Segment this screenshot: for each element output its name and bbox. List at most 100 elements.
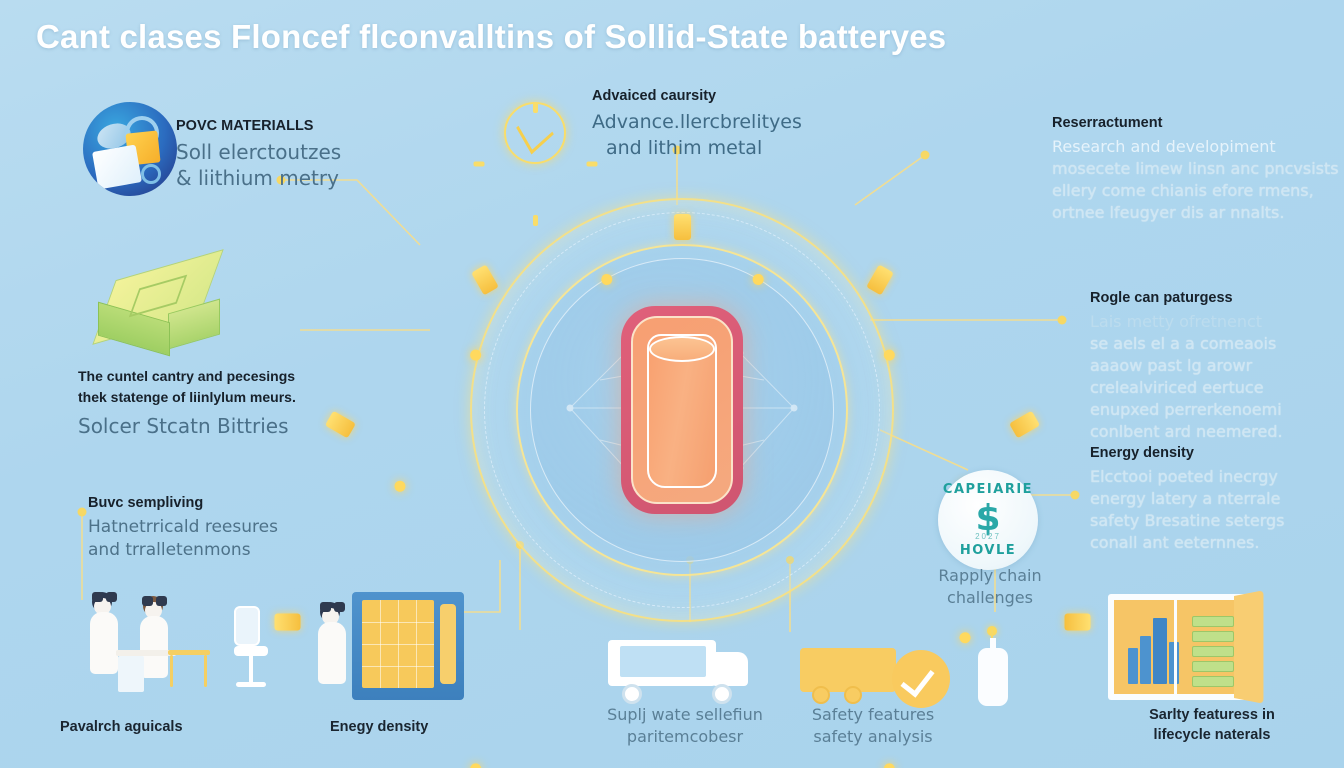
trailer-wheel-front xyxy=(844,686,862,704)
energy-density-line-2: energy latery a nterrale xyxy=(1090,489,1281,509)
cabinet-chip xyxy=(1192,646,1234,657)
truck-cargo-box xyxy=(608,640,716,686)
regulation-line-5: enupxed perrerkenoemi xyxy=(1090,400,1282,420)
lithium-storage-subtitle: Solcer Stcatn Bittries xyxy=(78,414,289,438)
caption-supply-chain: Rapply chain challenges xyxy=(900,565,1080,608)
supply-chain-caption-line-2: challenges xyxy=(947,587,1033,607)
compass-icon xyxy=(473,96,597,226)
cabinet-divider xyxy=(1174,600,1177,694)
caption-text: Enegy density xyxy=(330,719,429,735)
materials-line-1: Soll elerctoutzes xyxy=(176,140,342,164)
truck-wheel-front xyxy=(712,684,732,704)
chair-base xyxy=(236,682,266,687)
cabinet-bar xyxy=(1140,636,1151,684)
terminal-spoke xyxy=(470,264,499,296)
energy-density-line-3: safety Bresatine setergs xyxy=(1090,511,1285,531)
energy-density-line-1: Elcctooi poeted inecrgy xyxy=(1090,467,1278,486)
regulation-line-6: conlbent ard neemered. xyxy=(1090,422,1283,442)
badge-top-text: CAPEIARIE xyxy=(942,482,1034,497)
materials-heading: POVC MATERIALLS xyxy=(176,118,314,134)
cabinet-chip xyxy=(1192,616,1234,627)
solid-state-battery-graphic xyxy=(274,198,1090,768)
leg-right xyxy=(106,592,117,602)
page-title: Cant clases Floncef flconvalltins of Sol… xyxy=(36,18,947,55)
regulation-line-2: se aels el a a comeaois xyxy=(1090,334,1277,354)
research-line-3: ellery come chianis efore rmens, xyxy=(1052,181,1314,201)
green-cube-icon xyxy=(92,249,234,360)
leg-right xyxy=(334,602,345,612)
side-table-leg-right xyxy=(204,655,207,687)
caption-line-2: paritemcobesr xyxy=(626,726,744,746)
small-ring-shape xyxy=(141,164,161,184)
caption-line-1: Safety features xyxy=(811,705,935,724)
compass-tick-w xyxy=(473,161,484,167)
checkmark-icon xyxy=(892,650,950,708)
badge-year: 2027 xyxy=(975,532,1001,541)
trailer-body xyxy=(800,648,896,692)
caption-energy-density: Enegy density xyxy=(330,718,530,738)
manufacturing-line-2: and trralletenmons xyxy=(88,540,251,561)
energy-density-heading: Energy density xyxy=(1090,445,1194,461)
leg-left xyxy=(142,596,153,606)
trailer-wheel-rear xyxy=(812,686,830,704)
dollar-icon: $ xyxy=(975,498,1001,539)
terminal-spoke xyxy=(1064,613,1090,631)
caption-line-1: Sarlty featuress in xyxy=(1149,707,1275,723)
terminal-spoke xyxy=(673,214,691,240)
machine-operator-illustration xyxy=(318,588,478,703)
caption-supply-waste: Suplj wate sellefiun paritemcobesr xyxy=(590,704,780,747)
regulation-heading: Rogle can paturgess xyxy=(1090,290,1233,306)
face xyxy=(322,608,339,625)
leg-left xyxy=(92,592,103,602)
materials-line-2: & liithium metry xyxy=(176,166,339,190)
cabinet-chip xyxy=(1192,676,1234,687)
cabinet-bar xyxy=(1153,618,1167,684)
caption-line-1: Suplj wate sellefiun xyxy=(607,705,763,724)
supply-chain-caption-line-1: Rapply chain xyxy=(938,566,1042,585)
chair-stem xyxy=(249,656,253,684)
grid-col xyxy=(398,600,399,688)
annotation-advanced: Advaiced caursity Advance.llercbrelityes… xyxy=(592,88,802,161)
caption-safety-features: Safety features safety analysis xyxy=(788,704,958,747)
body xyxy=(318,622,346,684)
researchers-illustration xyxy=(82,588,282,703)
face xyxy=(145,602,162,619)
machine-door xyxy=(440,604,456,684)
cabinet-chip xyxy=(1192,661,1234,672)
compass-tick-n xyxy=(532,102,538,113)
sheet-shape xyxy=(92,144,142,190)
regulation-line-4: crelealviriced eertuce xyxy=(1090,378,1264,398)
body xyxy=(140,616,168,678)
body xyxy=(90,612,118,674)
caption-line-2: safety analysis xyxy=(813,726,933,746)
cabinet-open-door xyxy=(1234,590,1264,704)
bottle-body xyxy=(978,648,1008,706)
bottle-neck xyxy=(990,638,996,652)
badge-bottom-text: HOVLE xyxy=(959,543,1017,558)
materials-circle-icon xyxy=(83,102,177,196)
leg-left xyxy=(320,602,331,612)
cabinet-chip xyxy=(1192,631,1234,642)
battery-cell-inner xyxy=(631,316,733,504)
research-line-2: mosecete limew linsn anc pncvsists xyxy=(1052,159,1339,179)
manufacturing-heading: Buvc sempliving xyxy=(88,495,204,511)
grid-col xyxy=(380,600,381,688)
chair-seat xyxy=(234,646,268,656)
research-line-4: ortnee lfeugyer dis ar nnalts. xyxy=(1052,203,1285,223)
cabinet-bar xyxy=(1128,648,1138,684)
caption-lifecycle-materials: Sarlty featuress in lifecycle naterals xyxy=(1092,706,1332,745)
leg-right xyxy=(156,596,167,606)
annotation-research: Reserractument Research and developiment… xyxy=(1052,115,1342,224)
compass-tick-s xyxy=(532,215,538,226)
supply-chain-badge: CAPEIARIE $ 2027 HOVLE xyxy=(938,470,1038,570)
annotation-energy-density: Energy density Elcctooi poeted inecrgy e… xyxy=(1090,445,1340,554)
terminal-spoke xyxy=(865,264,894,296)
lab-bench-top xyxy=(116,650,176,656)
energy-density-line-4: conall ant eeternnes. xyxy=(1090,533,1260,553)
caption-research-applicals: Pavalrch aguicals xyxy=(60,718,280,738)
advanced-heading: Advaiced caursity xyxy=(592,88,717,104)
annotation-lithium-storage: The cuntel cantry and pecesings thek sta… xyxy=(78,368,378,439)
advanced-line-1: Advance.llercbrelityes xyxy=(592,111,802,133)
lab-bench-leg xyxy=(118,656,144,692)
